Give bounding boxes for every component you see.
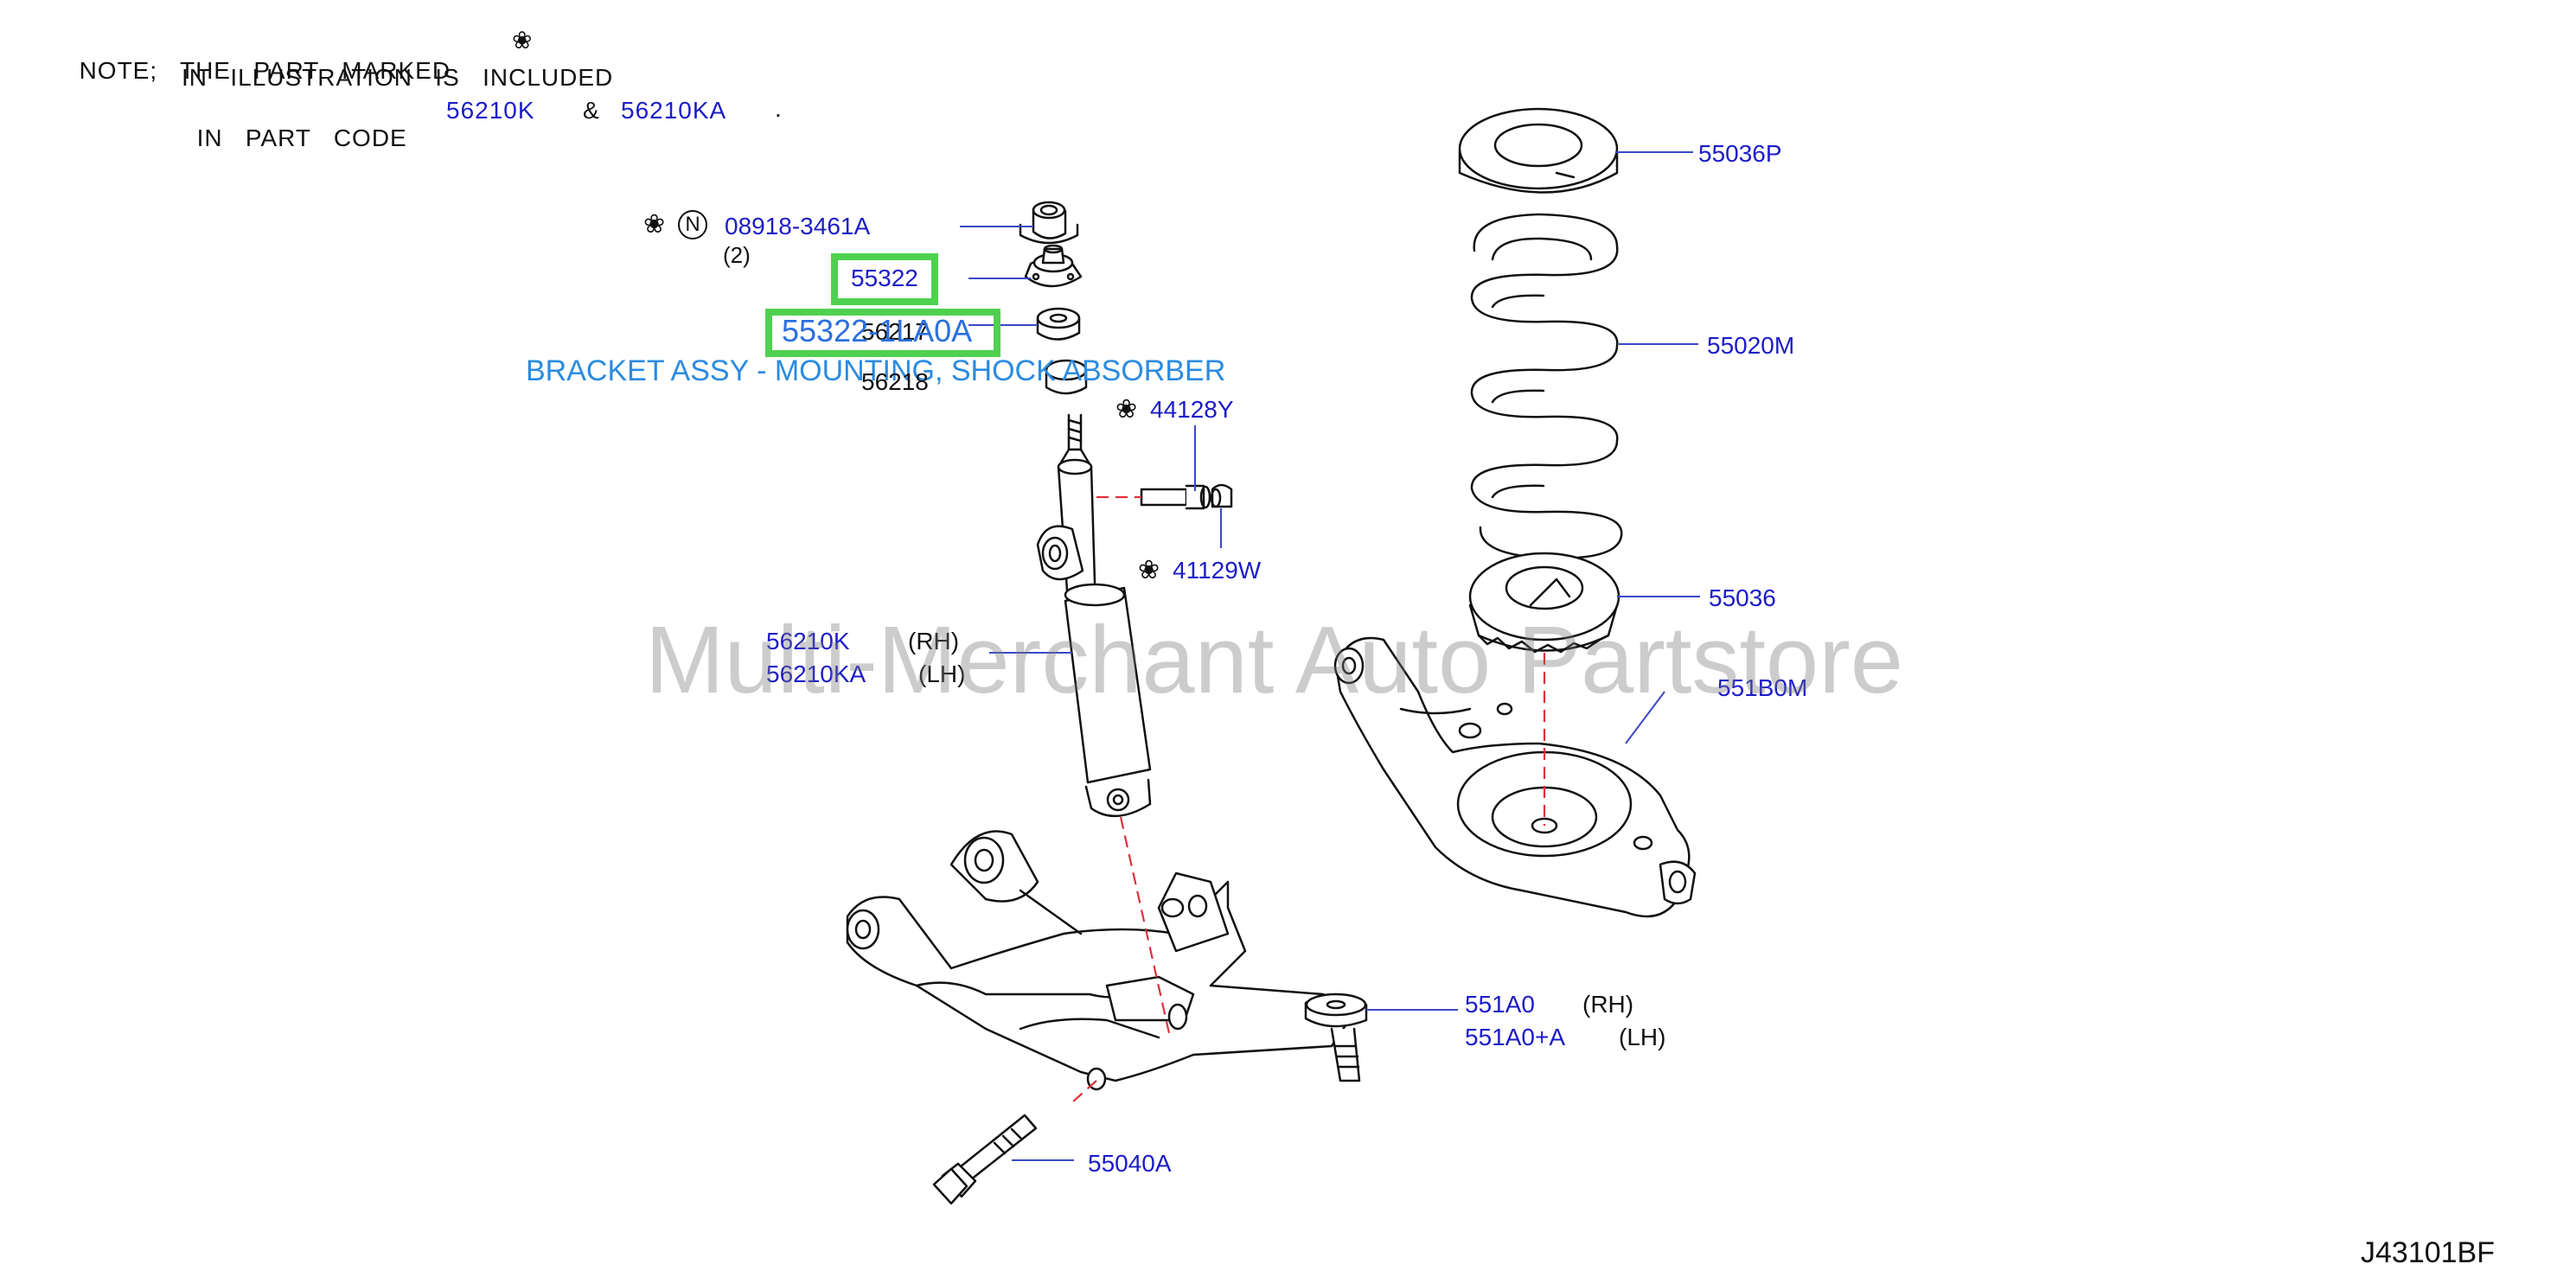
highlight-box-55322 bbox=[831, 253, 938, 305]
note-word: THE bbox=[179, 57, 231, 84]
highlighted-part-number[interactable]: 55322-1LA0A bbox=[782, 313, 973, 348]
note-word: PART bbox=[253, 57, 319, 84]
highlight-box-part-number bbox=[765, 309, 1000, 357]
quantity-label: (2) bbox=[723, 242, 751, 268]
part-label-551A0-A[interactable]: 551A0+A bbox=[1465, 1024, 1565, 1050]
side-label-rh: (RH) bbox=[1582, 991, 1634, 1018]
centerlines bbox=[1071, 495, 1546, 1103]
part-label-55020M[interactable]: 55020M bbox=[1707, 332, 1795, 359]
note-marker-symbol: ❀ bbox=[512, 27, 534, 54]
side-label-lh: (LH) bbox=[1619, 1024, 1666, 1050]
coil-spring bbox=[1470, 213, 1623, 559]
part-label-551B0M[interactable]: 551B0M bbox=[1717, 674, 1808, 701]
part-label-55040A[interactable]: 55040A bbox=[1088, 1150, 1172, 1177]
included-marker-icon: ❀ bbox=[1115, 395, 1138, 424]
shock-absorber bbox=[1036, 413, 1152, 818]
part-label-56218[interactable]: 56218 bbox=[861, 368, 929, 395]
note-ampersand: & bbox=[583, 97, 600, 124]
part-label-55322[interactable]: 55322 bbox=[851, 265, 918, 291]
lower-arm bbox=[846, 830, 1368, 1091]
note-period: . bbox=[775, 95, 783, 122]
diagram-code: J43101BF bbox=[2361, 1236, 2495, 1269]
leader-lines bbox=[960, 151, 1700, 1161]
note-code-1[interactable]: 56210K bbox=[446, 97, 535, 124]
note-line-3: IN PART CODE bbox=[182, 97, 407, 152]
included-marker-icon: ❀ bbox=[643, 210, 666, 239]
note-word: NOTE; bbox=[79, 57, 158, 84]
nut-part bbox=[1019, 201, 1079, 245]
part-label-56217[interactable]: 56217 bbox=[861, 318, 929, 345]
part-label-55036[interactable]: 55036 bbox=[1709, 584, 1776, 611]
note-line-2: IN ILLUSTRATION IS INCLUDED bbox=[182, 64, 614, 91]
watermark: Multi-Merchant Auto Partstore bbox=[645, 607, 1904, 713]
bracket-part bbox=[1024, 244, 1083, 288]
side-label-rh: (RH) bbox=[908, 628, 960, 654]
n-symbol-label: N bbox=[685, 213, 700, 236]
part-label-551A0[interactable]: 551A0 bbox=[1465, 991, 1535, 1018]
bushing-lower-part bbox=[1045, 359, 1088, 395]
highlighted-part-title: BRACKET ASSY - MOUNTING, SHOCK ABSORBER bbox=[526, 354, 1226, 387]
part-label-56210KA[interactable]: 56210KA bbox=[766, 661, 866, 687]
part-label-08918-3461A[interactable]: 08918-3461A bbox=[725, 213, 871, 239]
included-marker-icon: ❀ bbox=[1138, 556, 1160, 584]
note-word: MARKED bbox=[342, 57, 451, 84]
part-label-41129W[interactable]: 41129W bbox=[1173, 557, 1262, 584]
upper-spring-seat bbox=[1458, 107, 1619, 194]
part-label-56210K[interactable]: 56210K bbox=[766, 628, 850, 654]
note-line-1: NOTE; THE PART MARKED bbox=[64, 29, 451, 85]
note-word: IN PART CODE bbox=[196, 124, 407, 151]
bolt-part bbox=[1140, 483, 1233, 510]
n-circle-icon: N bbox=[678, 210, 707, 239]
note-code-2[interactable]: 56210KA bbox=[621, 97, 727, 124]
spring-lower-arm bbox=[1333, 636, 1697, 918]
side-label-lh: (LH) bbox=[918, 661, 966, 687]
part-label-55036P[interactable]: 55036P bbox=[1698, 140, 1782, 167]
bushing-part bbox=[1036, 307, 1081, 341]
part-label-44128Y[interactable]: 44128Y bbox=[1150, 396, 1234, 423]
long-bolt bbox=[932, 1114, 1038, 1205]
